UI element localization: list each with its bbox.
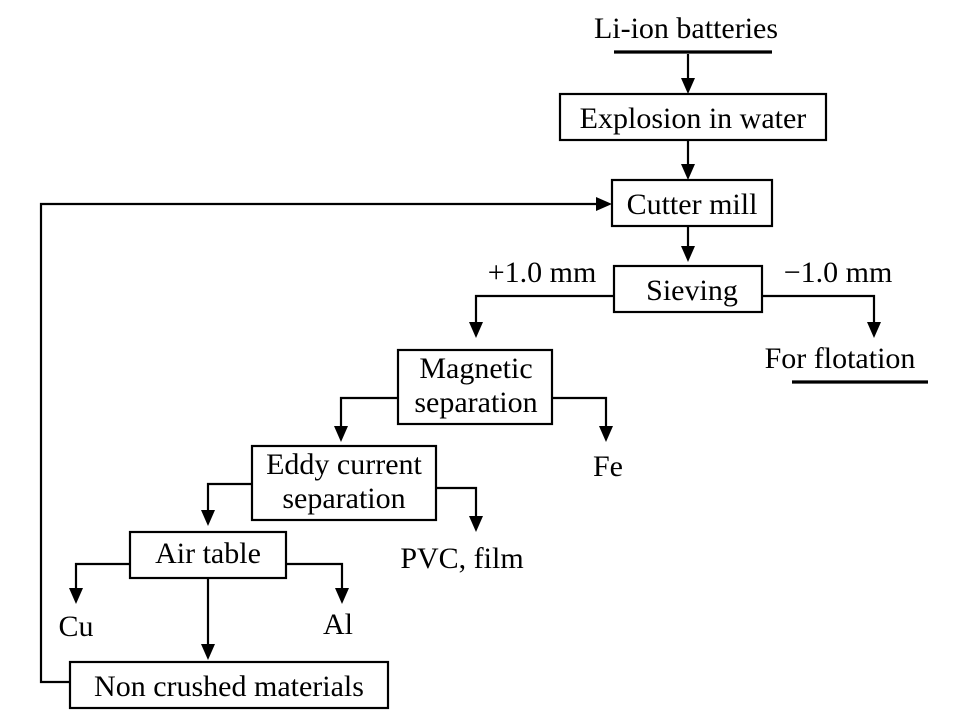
arrow-sieving-to-flotation [762, 294, 876, 324]
arrowhead-noncrushed [201, 644, 215, 660]
arrowhead-recycle [596, 197, 612, 211]
arrowhead-cu [69, 588, 83, 604]
sieving-label: Sieving [646, 274, 738, 307]
arrow-magnetic-to-fe [552, 396, 608, 428]
arrowhead-airtable [201, 510, 215, 526]
eddy-current-separation-box [250, 444, 438, 522]
eddy-label-line2: separation [282, 482, 405, 515]
explosion-label: Explosion in water [580, 102, 807, 135]
arrowhead-eddy [334, 426, 348, 442]
arrowhead-flotation [867, 322, 881, 338]
explosion-box [558, 92, 828, 142]
arrowhead-explosion [681, 78, 695, 94]
air-table-box [128, 530, 288, 580]
arrow-magnetic-to-eddy [339, 396, 398, 428]
al-label: Al [323, 608, 353, 641]
non-crushed-materials-box [68, 660, 390, 710]
eddy-label-line1: Eddy current [266, 448, 422, 481]
cutter-mill-box [610, 178, 774, 228]
arrow-airtable-to-cu [74, 562, 130, 590]
flotation-label: For flotation [765, 342, 916, 375]
arrowhead-pvc [469, 516, 483, 532]
pvc-film-label: PVC, film [400, 542, 523, 575]
coarse-fraction-label: +1.0 mm [488, 256, 597, 289]
arrowhead-al [335, 588, 349, 604]
arrow-eddy-to-airtable [206, 482, 252, 512]
arrow-airtable-to-al [286, 562, 344, 590]
cu-label: Cu [58, 610, 93, 643]
recycle-loop-line [39, 202, 598, 684]
arrowhead-sieving [681, 246, 695, 262]
magnetic-label-line1: Magnetic [419, 352, 532, 385]
arrow-eddy-to-pvc [436, 486, 478, 518]
air-table-label: Air table [155, 537, 261, 570]
source-label: Li-ion batteries [594, 12, 778, 45]
magnetic-label-line2: separation [414, 386, 537, 419]
sieving-box [612, 264, 764, 314]
magnetic-separation-box [396, 348, 554, 426]
cutter-mill-label: Cutter mill [627, 188, 758, 221]
fe-label: Fe [593, 450, 623, 483]
arrowhead-magnetic [469, 322, 483, 338]
arrowhead-cutter [681, 164, 695, 180]
fine-fraction-label: −1.0 mm [784, 256, 893, 289]
arrowhead-fe [599, 426, 613, 442]
non-crushed-label: Non crushed materials [94, 670, 364, 703]
arrow-sieving-to-magnetic [474, 294, 614, 324]
